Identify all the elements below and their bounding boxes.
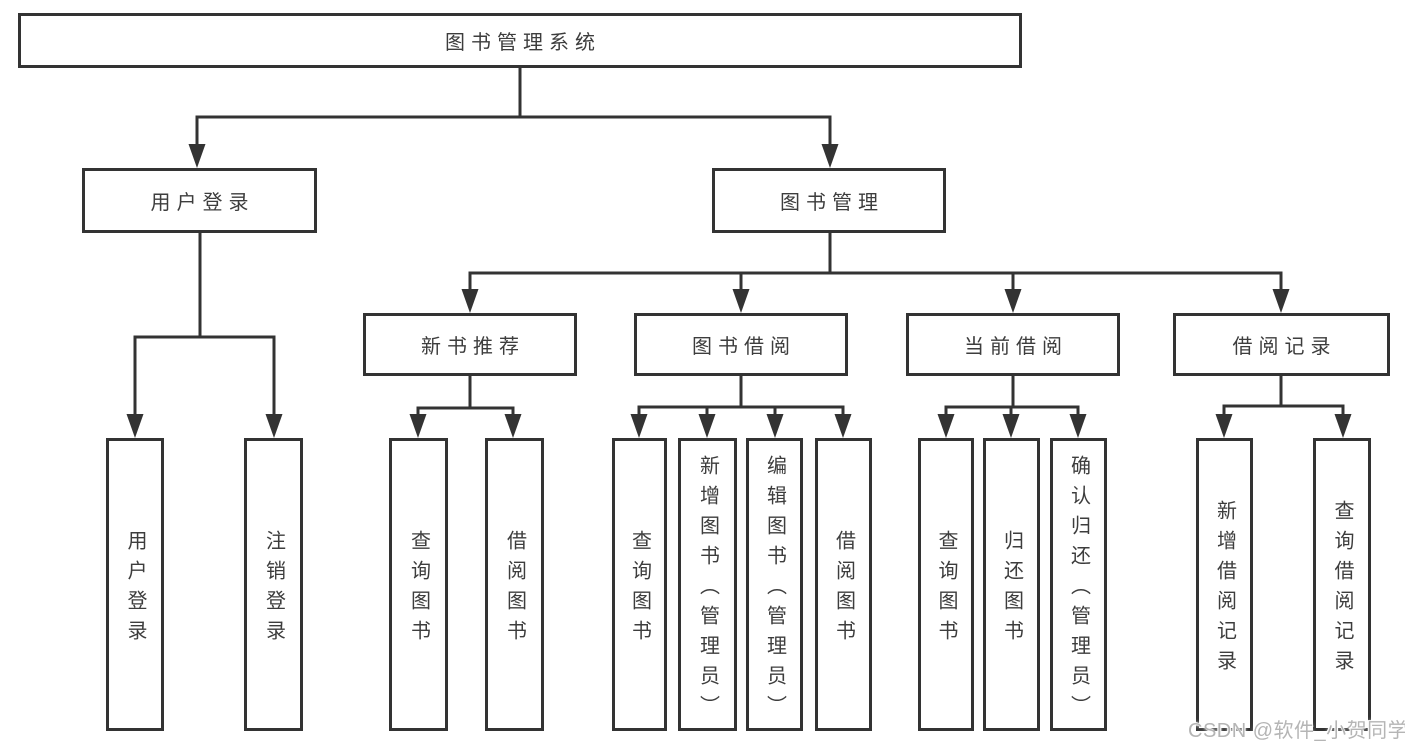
- leaf-query-borrow-record-label: 查询借阅记录: [1331, 499, 1353, 680]
- leaf-query-books-current-label: 查询图书: [935, 529, 957, 650]
- node-book-management-label: 图书管理: [780, 192, 884, 214]
- leaf-user-login: 用户登录: [106, 438, 164, 731]
- node-book-management: 图书管理: [712, 168, 946, 233]
- leaf-return-book-label: 归还图书: [1000, 529, 1023, 650]
- node-borrow-records-label: 借阅记录: [1232, 336, 1337, 358]
- leaf-logout-label: 注销登录: [262, 529, 285, 650]
- node-new-book-recommend-label: 新书推荐: [421, 336, 525, 358]
- connector-root-to-level1: [188, 64, 839, 168]
- leaf-return-book: 归还图书: [983, 438, 1040, 731]
- connector-new-book-to-leaves: [409, 375, 522, 438]
- node-book-borrow: 图书借阅: [634, 313, 848, 376]
- leaf-confirm-return-admin-label: 确认归还（管理员）: [1067, 454, 1090, 725]
- leaf-borrow-books-label: 借阅图书: [832, 529, 855, 650]
- leaf-add-book-admin-label: 新增图书（管理员）: [696, 454, 719, 725]
- node-current-borrow-label: 当前借阅: [964, 336, 1068, 358]
- leaf-logout: 注销登录: [244, 438, 303, 731]
- leaf-add-book-admin: 新增图书（管理员）: [678, 438, 737, 731]
- connector-book-management-to-level2: [461, 231, 1290, 313]
- node-root-label: 图书管理系统: [445, 32, 601, 54]
- leaf-add-borrow-record: 新增借阅记录: [1196, 438, 1253, 731]
- node-current-borrow: 当前借阅: [906, 313, 1120, 376]
- leaf-borrow-books-recommend: 借阅图书: [485, 438, 544, 731]
- connector-book-borrow-to-leaves: [630, 375, 852, 438]
- leaf-borrow-books-recommend-label: 借阅图书: [503, 529, 526, 650]
- leaf-add-borrow-record-label: 新增借阅记录: [1213, 499, 1236, 680]
- leaf-confirm-return-admin: 确认归还（管理员）: [1050, 438, 1107, 731]
- node-new-book-recommend: 新书推荐: [363, 313, 577, 376]
- leaf-edit-book-admin: 编辑图书（管理员）: [746, 438, 803, 731]
- connector-borrow-records-to-leaves: [1215, 375, 1352, 438]
- leaf-borrow-books: 借阅图书: [815, 438, 872, 731]
- leaf-query-books-borrow: 查询图书: [612, 438, 667, 731]
- node-root: 图书管理系统: [18, 13, 1022, 68]
- leaf-query-books-recommend: 查询图书: [389, 438, 448, 731]
- connector-user-login-to-leaves: [126, 231, 283, 438]
- node-user-login-branch: 用户登录: [82, 168, 317, 233]
- node-book-borrow-label: 图书借阅: [692, 336, 796, 358]
- leaf-query-books-borrow-label: 查询图书: [628, 529, 651, 650]
- leaf-query-borrow-record: 查询借阅记录: [1313, 438, 1371, 731]
- leaf-user-login-label: 用户登录: [124, 529, 146, 650]
- node-user-login-branch-label: 用户登录: [150, 192, 255, 214]
- leaf-query-books-recommend-label: 查询图书: [407, 529, 430, 650]
- node-borrow-records: 借阅记录: [1173, 313, 1390, 376]
- csdn-watermark: CSDN @软件_小贺同学: [1188, 720, 1405, 742]
- leaf-edit-book-admin-label: 编辑图书（管理员）: [763, 454, 786, 725]
- connector-current-borrow-to-leaves: [937, 375, 1087, 438]
- leaf-query-books-current: 查询图书: [918, 438, 974, 731]
